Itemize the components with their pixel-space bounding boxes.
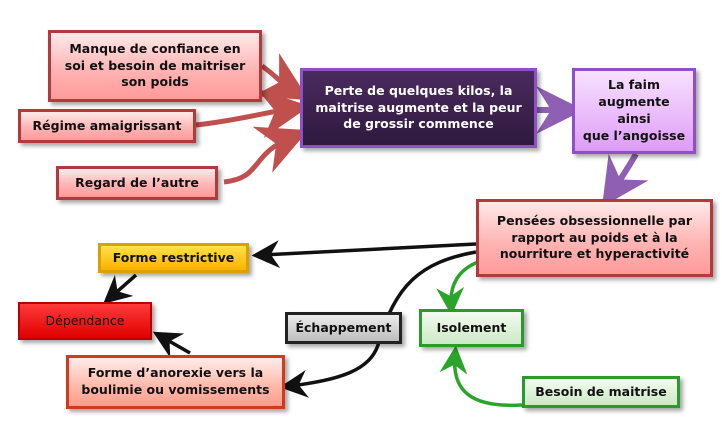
arrow-forme-anorexie-to-dependance <box>152 331 191 358</box>
node-perte-kilos: Perte de quelques kilos, la maitrise aug… <box>300 68 537 148</box>
node-regime-amaigrissant: Régime amaigrissant <box>18 109 196 143</box>
node-echappement: Échappement <box>285 312 402 344</box>
node-forme-anorexie: Forme d’anorexie vers la boulimie ou vom… <box>66 355 285 409</box>
node-isolement: Isolement <box>419 309 524 347</box>
arrow-pensees-to-forme-anorexie <box>279 250 477 398</box>
node-besoin-maitrise: Besoin de maitrise <box>522 376 680 408</box>
arrow-manque-to-perte <box>253 53 310 101</box>
node-dependance: Dépendance <box>18 302 152 340</box>
arrow-pensees-to-forme-restrictive <box>251 240 477 269</box>
arrow-forme-restrictive-to-dependance <box>103 273 138 304</box>
node-forme-restrictive: Forme restrictive <box>98 243 249 273</box>
arrow-besoin-to-isolement <box>439 345 523 408</box>
arrow-regime-to-perte <box>195 88 310 138</box>
arrow-faim-to-pensees <box>602 152 649 207</box>
node-faim-angoisse: La faim augmente ainsi que l’angoisse <box>572 68 696 154</box>
arrow-regard-to-perte <box>223 126 309 185</box>
node-manque-confiance: Manque de confiance en soi et besoin de … <box>48 30 262 102</box>
node-pensees-obsessionnelles: Pensées obsessionnelle par rapport au po… <box>476 199 713 277</box>
node-regard-autre: Regard de l’autre <box>56 166 218 200</box>
arrow-pensees-to-isolement <box>436 260 479 316</box>
